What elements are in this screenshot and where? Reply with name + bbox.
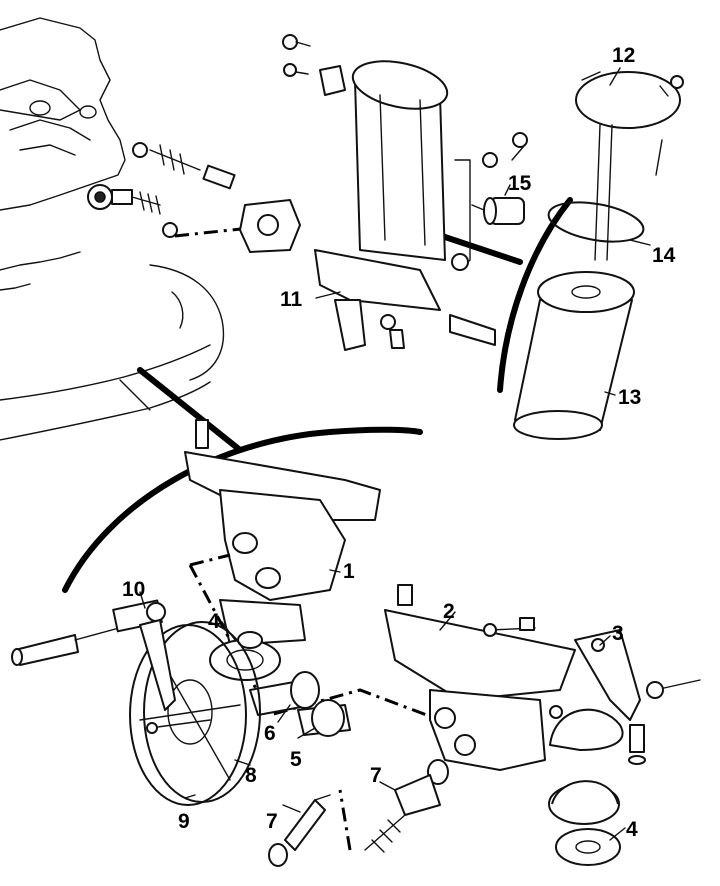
callout-9: 9: [178, 810, 190, 833]
leader-lines: [139, 67, 651, 841]
bracket-3: [574, 629, 701, 721]
callout-5: 5: [290, 748, 302, 771]
callout-11: 11: [280, 288, 303, 311]
linkage-10: [11, 599, 176, 711]
valve-15: [471, 197, 525, 225]
callout-4-lower: 4: [626, 818, 638, 841]
filter-housing-11: [282, 34, 528, 351]
bolts-center: [483, 617, 646, 765]
plunger-7-lower: [268, 794, 331, 867]
callout-2: 2: [443, 600, 455, 623]
plunger-7-upper: [364, 759, 449, 853]
callout-1: 1: [343, 560, 355, 583]
diaphragm-4-lower: [548, 708, 624, 866]
callout-15: 15: [508, 172, 532, 195]
pump-bracket-2: [384, 584, 576, 771]
callout-12: 12: [612, 44, 635, 67]
callout-13: 13: [618, 386, 641, 409]
engine-block: [0, 17, 225, 441]
callout-10: 10: [122, 578, 145, 601]
callout-6: 6: [264, 722, 276, 745]
callout-8: 8: [245, 764, 257, 787]
rollers-5-6: [249, 671, 351, 737]
callout-7-lower: 7: [266, 810, 278, 833]
seal-ring-14: [547, 201, 645, 243]
callout-7-upper: 7: [370, 764, 382, 787]
filter-cover-12: [575, 71, 684, 261]
callout-4-upper: 4: [208, 610, 220, 633]
callout-14: 14: [652, 244, 676, 267]
callout-labels: 11 12 14 13 15 1 2 3 4 4 5 6 7 7 8 9 10: [122, 44, 676, 841]
callout-3: 3: [612, 622, 624, 645]
filter-element-13: [513, 271, 635, 440]
injector-linkage: [87, 142, 301, 253]
pulley-8-9: [129, 621, 261, 806]
